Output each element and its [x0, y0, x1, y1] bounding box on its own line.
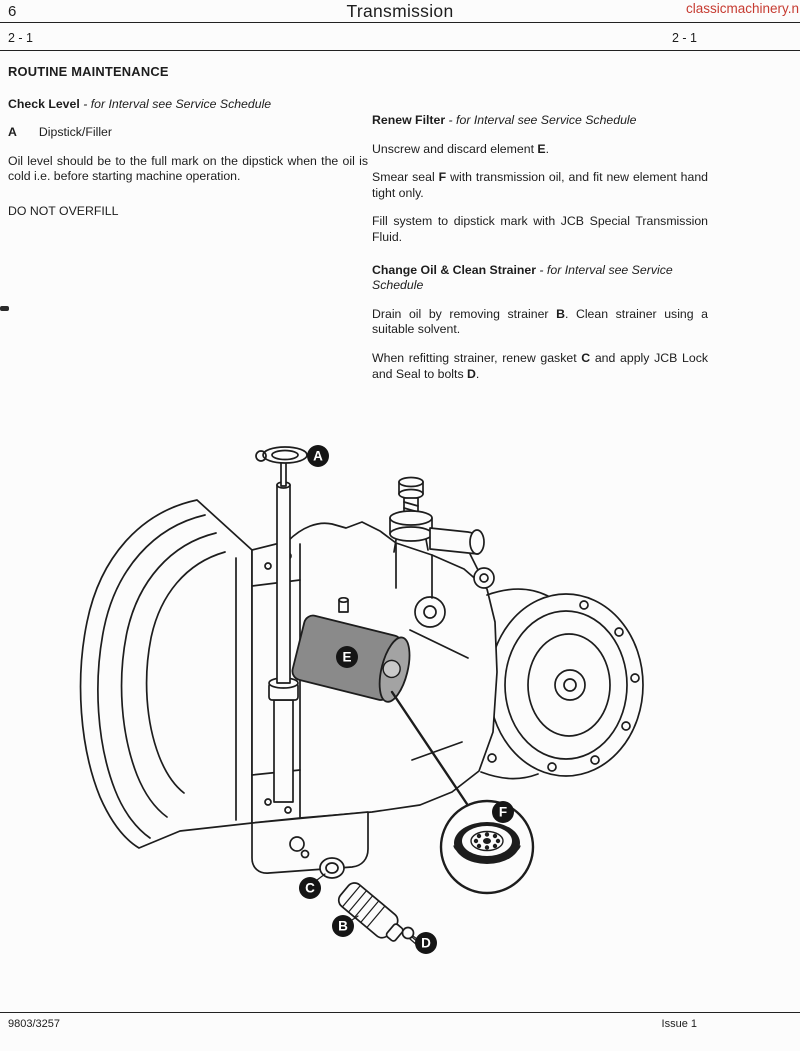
renew-filter-heading: Renew Filter - for Interval see Service …: [372, 113, 637, 127]
do-not-overfill-warning: DO NOT OVERFILL: [8, 203, 119, 218]
left-column: ROUTINE MAINTENANCE Check Level - for In…: [8, 64, 368, 220]
footer-rule: [0, 1012, 800, 1013]
callouts: A E F C B D: [299, 445, 514, 954]
publication-number: 9803/3257: [8, 1018, 60, 1030]
item-a-row: A Dipstick/Filler: [8, 125, 368, 141]
svg-text:F: F: [499, 805, 507, 820]
svg-text:D: D: [421, 936, 431, 951]
callout-e: E: [336, 646, 358, 668]
bell-housing: [79, 499, 253, 849]
header-rule: [0, 22, 800, 23]
oil-level-paragraph: Oil level should be to the full mark on …: [8, 153, 368, 184]
refit-strainer-paragraph: When refitting strainer, renew gasket C …: [372, 350, 708, 381]
callout-a: A: [307, 445, 329, 467]
check-level-heading: Check Level - for Interval see Service S…: [8, 96, 272, 111]
routine-maintenance-heading: ROUTINE MAINTENANCE: [8, 64, 169, 79]
magnified-filter-view: [439, 799, 535, 895]
svg-text:C: C: [305, 881, 315, 896]
fill-system-paragraph: Fill system to dipstick mark with JCB Sp…: [372, 214, 708, 244]
sump: [251, 811, 369, 874]
transmission-diagram-illustration: A E F C B D: [79, 445, 644, 954]
sub-header-rule: [0, 50, 800, 51]
filler-assembly: [389, 476, 495, 589]
smear-seal-paragraph: Smear seal F with transmission oil, and …: [372, 170, 708, 200]
item-a-label: Dipstick/Filler: [38, 125, 112, 140]
right-column: Renew Filter - for Interval see Service …: [372, 96, 708, 382]
svg-text:A: A: [313, 449, 323, 464]
strainer-parts: [316, 857, 420, 946]
callout-f: F: [492, 801, 514, 823]
item-a-letter: A: [8, 125, 17, 140]
scan-artifact: [0, 306, 9, 311]
change-oil-heading: Change Oil & Clean Strainer - for Interv…: [372, 262, 673, 293]
converter-housing: [488, 593, 644, 777]
page-title: Transmission: [346, 1, 454, 21]
section-number-left: 2 - 1: [8, 31, 34, 45]
issue-number: Issue 1: [661, 1018, 697, 1030]
filter-element: [291, 596, 411, 703]
page-number: 6: [8, 3, 17, 20]
callout-c: C: [299, 877, 321, 899]
svg-text:B: B: [338, 919, 348, 934]
svg-text:E: E: [342, 650, 351, 665]
drain-oil-paragraph: Drain oil by removing strainer B. Clean …: [372, 306, 709, 337]
section-number-right: 2 - 1: [671, 31, 697, 45]
dipstick: [255, 446, 308, 803]
callout-b: B: [332, 915, 354, 937]
unscrew-paragraph: Unscrew and discard element E.: [372, 141, 550, 156]
filter-leader-line: [390, 690, 469, 806]
callout-d: D: [415, 932, 437, 954]
watermark-text: classicmachinery.n: [685, 1, 799, 16]
